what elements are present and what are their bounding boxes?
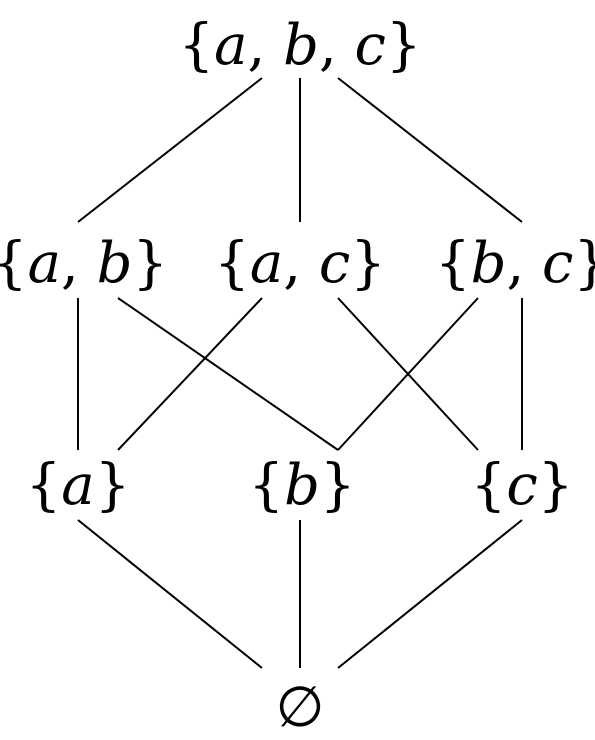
- node-a: {a}: [26, 458, 131, 514]
- set-element: a: [61, 453, 95, 518]
- set-brace: {: [0, 231, 28, 296]
- node-empty: ∅: [276, 680, 325, 736]
- set-brace: }: [132, 231, 169, 296]
- set-brace: }: [94, 453, 131, 518]
- node-ac: {a, c}: [214, 236, 386, 292]
- separator: ,: [247, 13, 284, 78]
- separator: ,: [318, 13, 355, 78]
- set-brace: {: [434, 231, 471, 296]
- set-brace: {: [178, 13, 215, 78]
- edge-abc-bc: [337, 77, 523, 223]
- separator: ,: [283, 231, 319, 296]
- set-element: b: [283, 13, 319, 78]
- set-element: a: [27, 231, 61, 296]
- set-element: b: [96, 231, 133, 296]
- set-brace: {: [25, 453, 62, 518]
- set-element: a: [249, 231, 284, 296]
- set-brace: }: [573, 231, 595, 296]
- set-brace: }: [319, 453, 356, 518]
- edge-bc-b: [337, 297, 479, 451]
- set-element: b: [470, 231, 507, 296]
- edge-abc-ab: [77, 77, 263, 223]
- edge-ac-a: [117, 297, 263, 451]
- set-brace: {: [248, 453, 285, 518]
- node-b: {b}: [248, 458, 355, 514]
- set-element: c: [506, 453, 538, 518]
- set-brace: }: [385, 13, 422, 78]
- separator: ,: [60, 231, 97, 296]
- set-brace: }: [350, 231, 386, 296]
- set-brace: {: [214, 231, 250, 296]
- set-brace: {: [470, 453, 507, 518]
- empty-set-symbol: ∅: [275, 675, 325, 740]
- edge-ab-b: [117, 297, 339, 451]
- set-element: a: [214, 13, 248, 78]
- node-ab: {a, b}: [0, 236, 168, 292]
- set-element: c: [318, 231, 351, 296]
- set-element: b: [284, 453, 320, 518]
- node-c: {c}: [471, 458, 574, 514]
- set-element: c: [542, 231, 574, 296]
- node-bc: {b, c}: [435, 236, 595, 292]
- separator: ,: [506, 231, 543, 296]
- edge-a-empty: [77, 519, 263, 669]
- edge-c-empty: [337, 519, 523, 669]
- set-element: c: [354, 13, 386, 78]
- node-abc: {a, b, c}: [178, 18, 421, 74]
- set-brace: }: [537, 453, 574, 518]
